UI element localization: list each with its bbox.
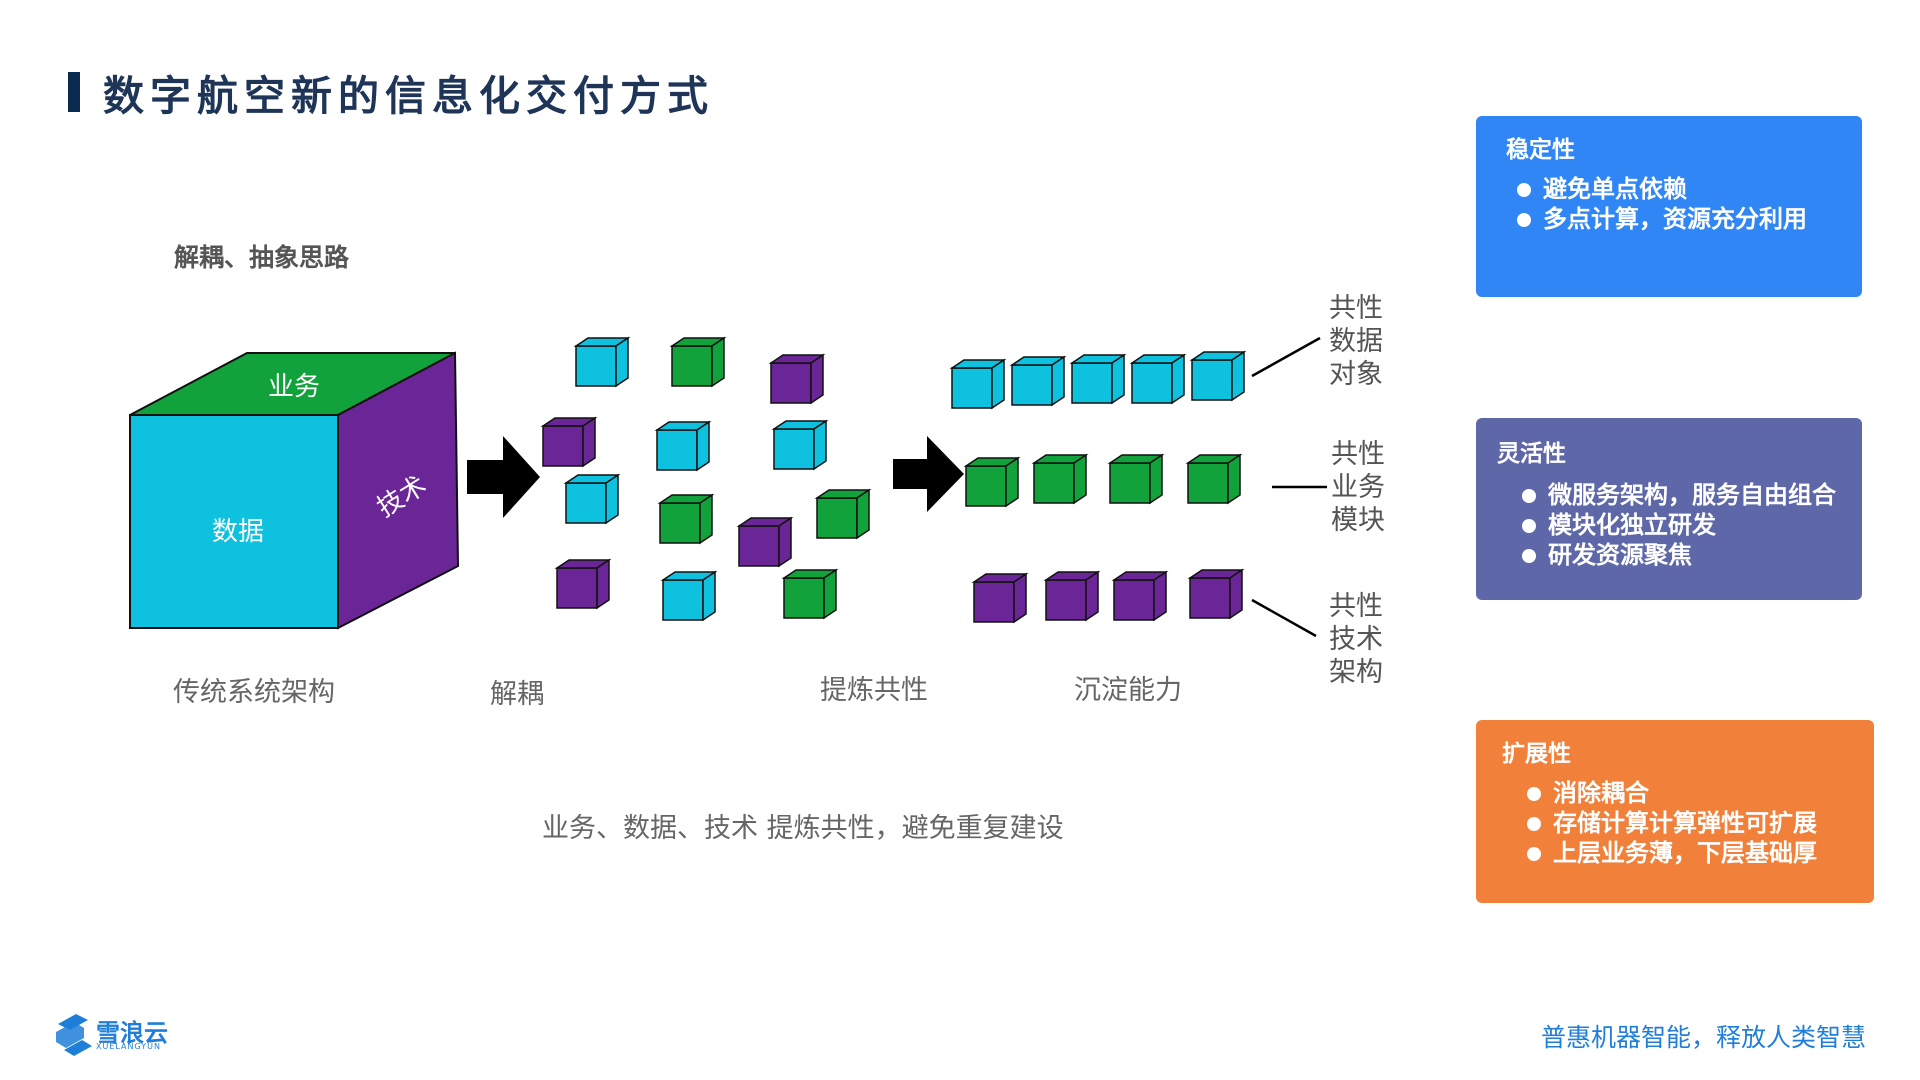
scattered-cube <box>554 558 612 610</box>
stage-label-traditional: 传统系统架构 <box>173 677 335 708</box>
data-object-cube <box>1009 355 1067 407</box>
tech-architecture-cube <box>1043 570 1101 622</box>
tech-connector-line <box>1251 598 1317 638</box>
card-scalability-item: 存储计算计算弹性可扩展 <box>1525 808 1817 838</box>
label-shared-data-objects: 共性数据对象 <box>1329 293 1383 390</box>
data-connector-line <box>1251 336 1321 378</box>
card-scalability-item: 消除耦合 <box>1525 778 1817 808</box>
business-module-cube <box>1031 453 1089 505</box>
business-module-cube <box>963 456 1021 508</box>
big-cube-side-face <box>337 351 460 630</box>
card-scalability: 扩展性 消除耦合 存储计算计算弹性可扩展 上层业务薄，下层基础厚 <box>1476 720 1874 903</box>
scattered-cube <box>563 473 621 525</box>
card-stability-item: 避免单点依赖 <box>1515 174 1807 204</box>
diagram-subtitle: 解耦、抽象思路 <box>174 243 350 272</box>
scattered-cube <box>573 336 631 388</box>
card-stability-item: 多点计算，资源充分利用 <box>1515 204 1807 234</box>
data-object-cube <box>1069 353 1127 405</box>
stage-label-sediment: 沉淀能力 <box>1074 675 1182 706</box>
label-shared-business-modules: 共性业务模块 <box>1331 439 1385 536</box>
architecture-diagram: 业务 数据 技术 <box>129 336 1327 638</box>
scattered-cube <box>654 420 712 472</box>
card-flexibility-item: 研发资源聚焦 <box>1520 540 1836 570</box>
big-cube-front-label: 数据 <box>212 517 264 547</box>
scattered-cube <box>660 570 718 622</box>
business-module-cube <box>1185 453 1243 505</box>
scattered-cube <box>669 336 727 388</box>
card-flexibility-item: 微服务架构，服务自由组合 <box>1520 480 1836 510</box>
arrow-decouple <box>467 436 540 518</box>
tech-architecture-cube <box>971 572 1029 624</box>
card-flexibility: 灵活性 微服务架构，服务自由组合 模块化独立研发 研发资源聚焦 <box>1476 418 1862 600</box>
card-scalability-list: 消除耦合 存储计算计算弹性可扩展 上层业务薄，下层基础厚 <box>1525 778 1817 868</box>
card-scalability-item: 上层业务薄，下层基础厚 <box>1525 838 1817 868</box>
card-stability-list: 避免单点依赖 多点计算，资源充分利用 <box>1515 174 1807 234</box>
big-cube-top-label: 业务 <box>268 372 320 402</box>
logo-subtext: XUELANGYUN <box>96 1042 162 1051</box>
business-module-cube <box>1107 453 1165 505</box>
scattered-cube <box>736 516 794 568</box>
tech-architecture-cube <box>1111 570 1169 622</box>
scattered-cube <box>781 568 839 620</box>
scattered-cube <box>771 419 829 471</box>
card-stability-title: 稳定性 <box>1506 137 1575 163</box>
footer-slogan: 普惠机器智能，释放人类智慧 <box>1540 1023 1866 1052</box>
bottom-caption: 业务、数据、技术 提炼共性，避免重复建设 <box>542 813 1064 844</box>
card-stability: 稳定性 避免单点依赖 多点计算，资源充分利用 <box>1476 116 1862 297</box>
data-object-cube <box>1129 353 1187 405</box>
data-object-cube <box>949 358 1007 410</box>
scattered-cube <box>657 493 715 545</box>
company-logo-icon <box>56 1014 92 1056</box>
card-scalability-title: 扩展性 <box>1502 741 1571 767</box>
stage-label-extract: 提炼共性 <box>820 675 928 706</box>
card-flexibility-item: 模块化独立研发 <box>1520 510 1836 540</box>
scattered-cube <box>768 353 826 405</box>
card-flexibility-list: 微服务架构，服务自由组合 模块化独立研发 研发资源聚焦 <box>1520 480 1836 570</box>
data-object-cube <box>1189 350 1247 402</box>
page-title: 数字航空新的信息化交付方式 <box>103 72 714 120</box>
scattered-cube <box>814 488 872 540</box>
title-accent-bar <box>68 72 80 112</box>
label-shared-tech-architecture: 共性技术架构 <box>1329 591 1383 688</box>
arrow-sediment <box>893 436 964 512</box>
traditional-architecture-cube: 业务 数据 技术 <box>129 351 460 630</box>
scattered-cube <box>540 416 598 468</box>
stage-label-decouple: 解耦 <box>490 679 544 710</box>
card-flexibility-title: 灵活性 <box>1497 441 1566 467</box>
tech-architecture-cube <box>1187 568 1245 620</box>
logo-text: 雪浪云 <box>96 1019 168 1047</box>
